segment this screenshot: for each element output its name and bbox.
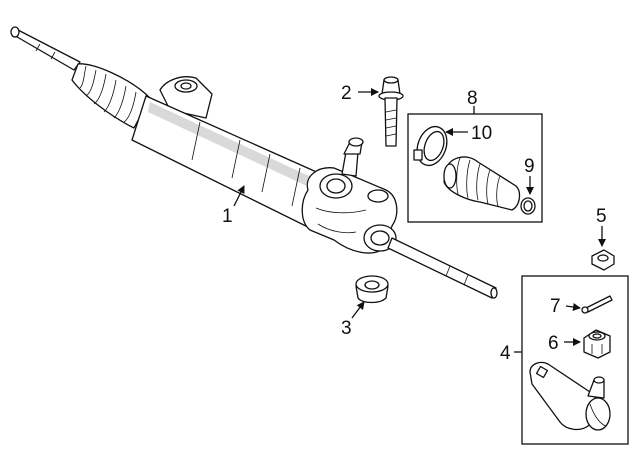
callout-2: 2 [341, 83, 379, 104]
boot-clamp-small [520, 197, 536, 215]
callout-10: 10 [445, 123, 492, 144]
tie-rod-nut [591, 249, 615, 271]
pinion-housing [301, 167, 398, 254]
callout-6: 6 [548, 333, 581, 354]
callout-label-10: 10 [471, 123, 492, 144]
pinion-shaft [341, 137, 364, 177]
tie-rod-end [529, 361, 611, 431]
mounting-bolt [378, 76, 404, 147]
callout-label-2: 2 [341, 83, 352, 104]
rack-boot [443, 156, 521, 211]
left-tie-rod [10, 26, 81, 71]
callout-5: 5 [596, 206, 607, 247]
steering-rack-assembly [10, 26, 498, 299]
callout-label-7: 7 [550, 296, 561, 317]
cotter-pin [581, 295, 613, 314]
callout-3: 3 [341, 301, 365, 339]
callout-label-9: 9 [524, 156, 535, 177]
callout-label-1: 1 [222, 206, 233, 227]
rack-housing [131, 95, 331, 233]
tie-rod-end-box: 4 7 6 [500, 275, 629, 445]
callout-label-6: 6 [548, 333, 559, 354]
callout-label-5: 5 [596, 206, 607, 227]
rack-bushing [355, 275, 389, 304]
right-tie-rod [387, 237, 498, 299]
callout-1: 1 [222, 185, 245, 227]
callout-7: 7 [550, 296, 581, 317]
boot-kit-box: 8 10 9 [407, 88, 543, 223]
callout-label-4: 4 [500, 343, 511, 364]
boot-clamp-large [413, 125, 448, 167]
callout-label-3: 3 [341, 318, 352, 339]
callout-9: 9 [524, 156, 535, 195]
callout-label-8: 8 [467, 88, 478, 109]
castle-nut [583, 329, 611, 359]
